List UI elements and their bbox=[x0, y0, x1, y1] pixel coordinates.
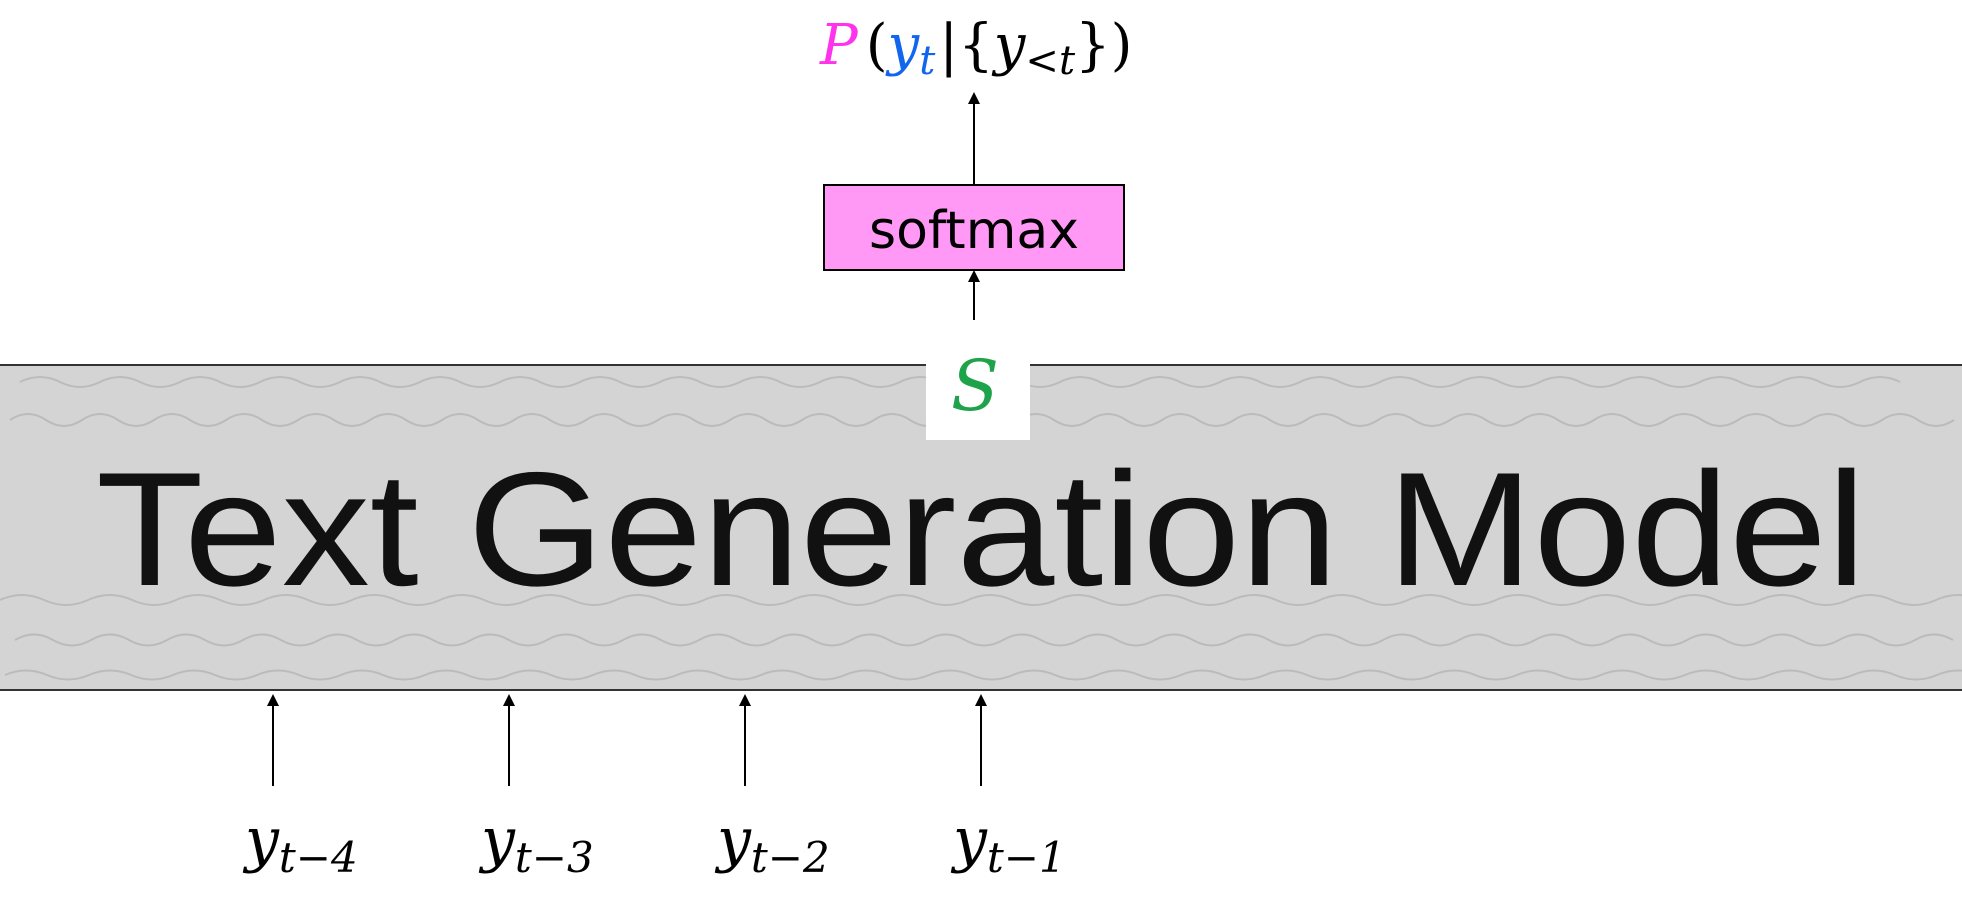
input-var-3: y bbox=[714, 805, 752, 875]
output-open-paren: ( bbox=[866, 13, 888, 78]
input-sub-2: t−3 bbox=[515, 833, 594, 882]
input-var-1: y bbox=[242, 805, 280, 875]
output-close-paren: ) bbox=[1111, 13, 1133, 78]
softmax-label: softmax bbox=[869, 201, 1079, 261]
input-var-2: y bbox=[478, 805, 516, 875]
output-rbrace: } bbox=[1075, 13, 1111, 78]
input-label-1: yt−4 bbox=[242, 805, 358, 882]
output-lbrace: { bbox=[958, 13, 994, 78]
model-label: Text Generation Model bbox=[96, 439, 1866, 620]
input-label-4: yt−1 bbox=[950, 805, 1066, 882]
output-bar: | bbox=[939, 13, 958, 78]
input-sub-3: t−2 bbox=[751, 833, 830, 882]
scores-tab bbox=[926, 352, 1030, 440]
softmax-box bbox=[823, 184, 1125, 271]
scores-label: S bbox=[951, 345, 999, 427]
input-sub-1: t−4 bbox=[279, 833, 358, 882]
output-y2: y bbox=[991, 13, 1027, 78]
output-y2-sub: <t bbox=[1025, 38, 1076, 84]
input-label-3: yt−2 bbox=[714, 805, 830, 882]
output-expression: P(yt|{y<t}) bbox=[819, 13, 1133, 84]
output-y-sub: t bbox=[919, 38, 936, 84]
output-y: y bbox=[885, 13, 921, 78]
input-var-4: y bbox=[950, 805, 988, 875]
output-P: P bbox=[819, 13, 859, 78]
input-sub-4: t−1 bbox=[987, 833, 1066, 882]
input-label-2: yt−3 bbox=[478, 805, 594, 882]
